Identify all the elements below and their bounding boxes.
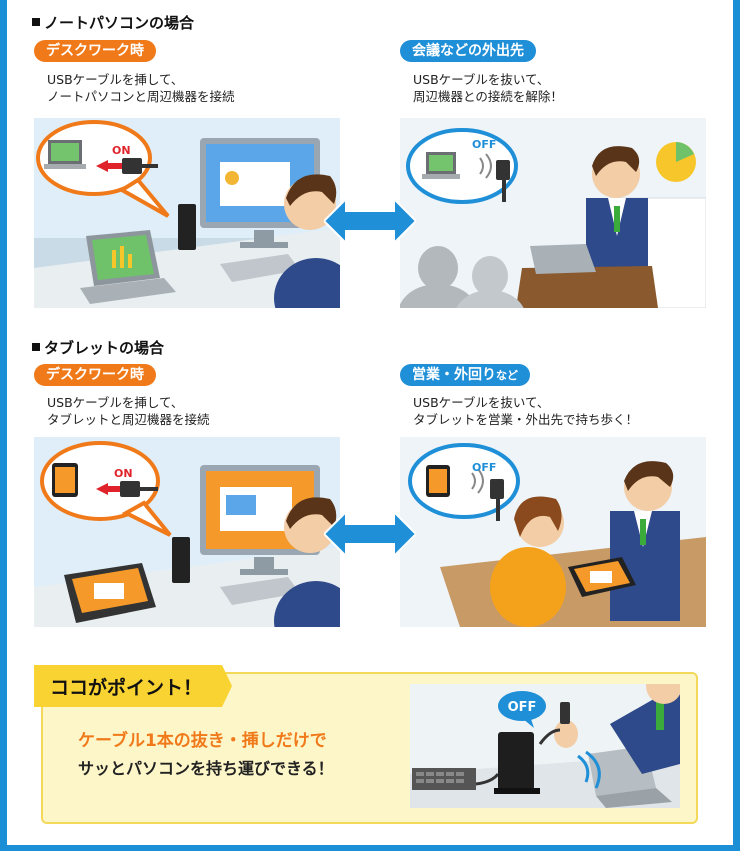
section-title-laptop: ノートパソコンの場合 [32,12,194,33]
point-tab [34,665,232,707]
page-frame-right [733,0,740,851]
desc-laptop-disconnect: USBケーブルを抜いて、 周辺機器との接続を解除！ [413,72,563,104]
switch-label-on: ON [112,144,131,157]
desc-laptop-connect: USBケーブルを挿して、 ノートパソコンと周辺機器を接続 [47,72,235,104]
point-label: ココがポイント！ [50,677,203,699]
illustration-tablet-sales: OFF [400,437,706,627]
point-line-1: ケーブル1本の抜き・挿しだけで [78,731,327,751]
illustration-laptop-meeting: OFF [400,118,706,308]
switch-label-off-tablet: OFF [472,461,496,474]
section-title-tablet: タブレットの場合 [32,337,164,358]
page-frame-left [0,0,7,851]
bullet-square-icon [32,343,40,351]
switch-label-on-tablet: ON [114,467,133,480]
double-arrow-icon [324,512,416,556]
switch-label-off: OFF [472,138,496,151]
illustration-laptop-desk: ON [34,118,340,308]
tag-desk-work-tablet: デスクワーク時 [34,364,156,386]
double-arrow-icon [324,199,416,243]
tag-sales: 営業・外回りなど [400,364,530,386]
bullet-square-icon [32,18,40,26]
off-badge: OFF [508,700,537,715]
desc-tablet-disconnect: USBケーブルを抜いて、 タブレットを営業・外出先で持ち歩く！ [413,395,639,427]
tag-meeting: 会議などの外出先 [400,40,536,62]
illustration-tablet-desk: ON [34,437,340,627]
tag-desk-work: デスクワーク時 [34,40,156,62]
page-frame-bottom [0,845,740,851]
point-line-2: サッとパソコンを持ち運びできる！ [78,759,334,778]
illustration-point-dock: OFF [410,684,680,808]
desc-tablet-connect: USBケーブルを挿して、 タブレットと周辺機器を接続 [47,395,210,427]
